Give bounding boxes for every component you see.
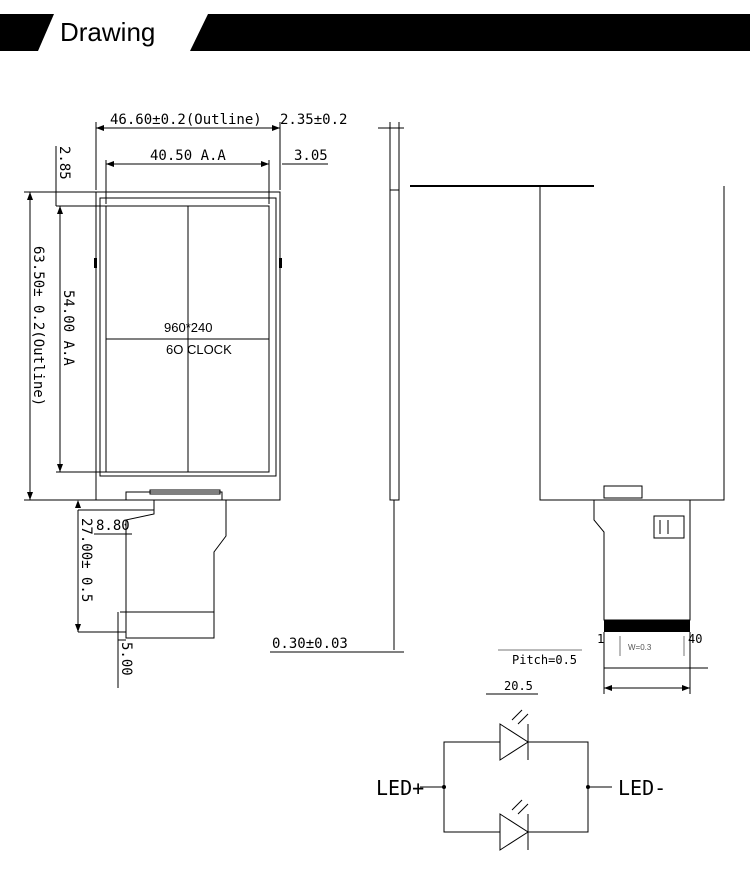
arrow [27,492,33,500]
arrow [106,161,114,167]
bottom-connector [125,491,223,501]
header-tab [38,14,208,51]
dim-outline-height: 63.50± 0.2(Outline) [30,246,46,406]
dim-fpc-length: 27.00± 0.5 [78,518,94,602]
back-components [653,515,685,539]
led-circuit: LED+ LED- [376,709,666,851]
dim-top-offset: 2.85 [56,146,72,180]
dim-fpc-offset: 8.80 [96,518,130,534]
led-diode-upper [499,723,529,761]
arrow [75,624,81,632]
back-fpc [593,500,691,621]
back-outline [539,186,725,501]
viewing-direction-label: 6O CLOCK [166,342,232,357]
cathode-node [586,785,590,789]
fpc-outline [125,500,227,639]
dim-aa-height: 54.00 A.A [60,290,76,366]
dim-fpc-tail: 5.00 [118,642,134,676]
pitch-label: Pitch=0.5 [512,653,577,667]
arrow [75,500,81,508]
bottom-pad [149,489,221,495]
side-view: 2.35±0.2 0.30±0.03 [270,112,404,653]
width-note: W=0.3 [628,643,652,652]
light-arrow [511,709,523,721]
light-arrow [517,803,529,815]
dim-outline-width: 46.60±0.2(Outline) [110,112,262,128]
anode-label: LED+ [376,776,424,800]
side-tab-left [94,258,97,268]
light-arrow [517,713,529,725]
fpc-width-label: 20.5 [504,679,533,693]
lcd-bezel [99,197,277,477]
anode-node [442,785,446,789]
dim-thickness: 2.35±0.2 [280,112,347,128]
side-tab-right [279,258,282,268]
dim-aa-width: 40.50 A.A [150,148,226,164]
pin-first: 1 [597,632,604,646]
page-title: Drawing [60,17,156,47]
led-diode-lower [499,813,529,851]
arrow [604,685,612,691]
arrow [272,125,280,131]
arrow [96,125,104,131]
dim-fpc-thickness: 0.30±0.03 [272,636,348,652]
light-arrow [511,799,523,811]
back-view: 1 40 W=0.3 Pitch=0.5 20.5 [410,185,725,695]
cathode-label: LED- [618,776,666,800]
arrow [57,206,63,214]
arrow [682,685,690,691]
front-view: 960*240 6O CLOCK 46.60±0.2(Outline) 40.5… [24,112,328,688]
arrow [261,161,269,167]
resolution-label: 960*240 [164,320,212,335]
side-body [389,189,400,501]
dim-right-offset: 3.05 [294,148,328,164]
circuit-loop [443,741,589,833]
back-connector [603,485,643,499]
arrow [57,464,63,472]
pin-last: 40 [688,632,702,646]
fpc-contacts [604,620,690,632]
arrow [27,192,33,200]
